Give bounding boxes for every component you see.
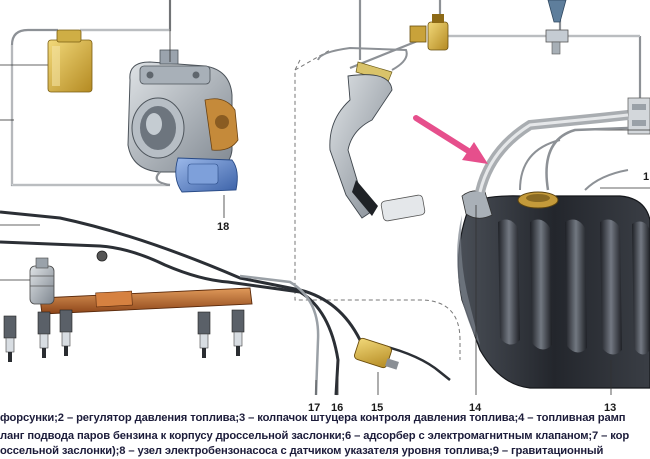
gravity-valve	[545, 0, 569, 55]
fuel-filter	[354, 337, 399, 370]
vent-fitting	[627, 97, 650, 135]
callout-13: 13	[604, 402, 616, 414]
direction-arrow	[413, 115, 488, 164]
caption-line-3: оссельной заслонки);8 – узел электробенз…	[0, 445, 604, 457]
vapor-line-inner	[11, 0, 640, 186]
callout-16: 16	[331, 402, 343, 414]
feed-line	[0, 210, 373, 352]
feed-line-pipe	[239, 274, 320, 396]
caption-line-1: форсунки;2 – регулятор давления топлива;…	[0, 412, 626, 424]
fuel-pump-module	[317, 46, 426, 222]
vapor-line	[10, 0, 642, 187]
dashed-boundary	[294, 49, 461, 360]
fuel-injector	[59, 309, 73, 356]
caption-line-2: ланг подвода паров бензина к корпусу дро…	[0, 430, 630, 442]
leader-lines-bottom	[315, 205, 612, 395]
throttle-body	[127, 49, 239, 173]
fuel-injector	[37, 311, 51, 358]
fuel-tank	[457, 191, 650, 389]
solenoid-valve	[409, 14, 449, 51]
idle-speed-regulator	[175, 157, 238, 193]
fuel-rail	[39, 250, 253, 315]
filler-pipe	[475, 110, 629, 194]
pressure-regulator	[29, 257, 55, 305]
callout-1-edge: 1	[643, 171, 649, 183]
callout-18: 18	[217, 221, 229, 233]
fuel-injector	[231, 309, 245, 356]
vent-pipe	[519, 139, 561, 191]
callout-14: 14	[469, 402, 482, 414]
throttle-hose	[155, 171, 171, 187]
pressure-fitting-cap	[96, 250, 108, 262]
fuel-injector	[3, 315, 17, 362]
vent-pipe	[545, 126, 629, 191]
return-line	[0, 240, 340, 396]
vent-pipe	[584, 169, 629, 191]
callout-17: 17	[308, 402, 320, 414]
fuel-injector	[197, 311, 211, 358]
filler-neck	[461, 190, 493, 219]
figure-caption: форсунки;2 – регулятор давления топлива;…	[0, 404, 650, 459]
adsorber-canister	[47, 29, 93, 93]
tank-ribs	[498, 219, 650, 355]
callout-15: 15	[371, 402, 383, 414]
